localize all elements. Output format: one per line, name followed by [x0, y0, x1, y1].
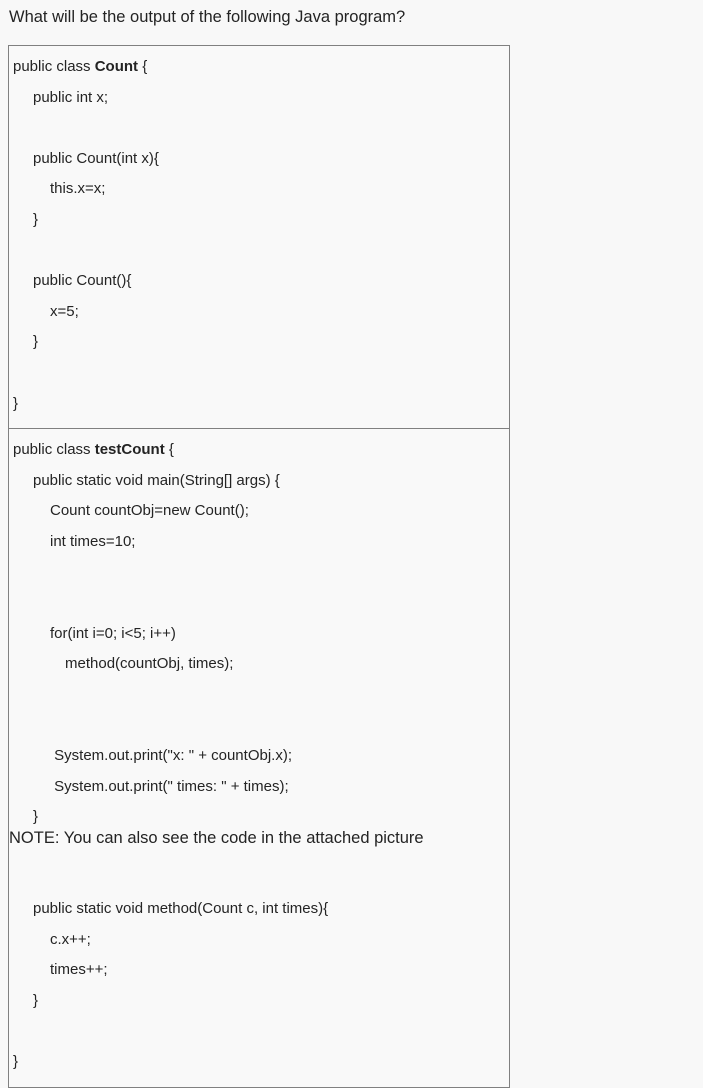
code-text: int times=10; [50, 532, 136, 550]
code-line: } [9, 1047, 509, 1078]
code-text: { [164, 441, 174, 459]
code-text: public int x; [33, 88, 109, 106]
code-text: public class [13, 441, 95, 459]
code-line-blank [9, 236, 509, 267]
code-text: c.x++; [50, 930, 91, 948]
code-text: for(int i=0; i<5; i++) [50, 624, 176, 642]
code-line-blank [9, 588, 509, 619]
code-line: x=5; [9, 297, 509, 328]
code-line: System.out.print("x: " + countObj.x); [9, 741, 509, 772]
code-text: this.x=x; [50, 180, 106, 198]
code-text: public Count(int x){ [33, 149, 159, 167]
code-line: for(int i=0; i<5; i++) [9, 619, 509, 650]
code-line: System.out.print(" times: " + times); [9, 772, 509, 803]
code-cell-testcount-class: public class testCount { public static vo… [9, 428, 509, 1086]
code-text: } [33, 210, 39, 228]
code-line-blank [9, 863, 509, 894]
code-line-blank [9, 358, 509, 389]
code-line: public Count(){ [9, 266, 509, 297]
code-line: int times=10; [9, 527, 509, 558]
code-text: x=5; [50, 302, 79, 320]
code-identifier: testCount [94, 441, 165, 459]
code-text: Count countObj=new Count(); [50, 502, 249, 520]
code-text: System.out.print(" times: " + times); [50, 777, 289, 795]
code-line: public class Count { [9, 52, 509, 83]
code-line: public class testCount { [9, 435, 509, 466]
code-line: } [9, 802, 509, 833]
code-line: } [9, 389, 509, 420]
code-line: public Count(int x){ [9, 144, 509, 175]
code-text: public static void main(String[] args) { [33, 471, 280, 489]
code-line-blank [9, 558, 509, 589]
page-title: What will be the output of the following… [9, 8, 406, 26]
code-line: public static void main(String[] args) { [9, 466, 509, 497]
code-line-blank [9, 710, 509, 741]
code-text: System.out.print("x: " + countObj.x); [50, 747, 292, 765]
code-block-container: public class Count { public int x; public… [8, 45, 510, 1088]
code-text: public static void method(Count c, int t… [33, 900, 329, 918]
code-text: public Count(){ [33, 272, 132, 290]
code-text: times++; [50, 961, 108, 979]
code-line: Count countObj=new Count(); [9, 496, 509, 527]
code-line-blank [9, 680, 509, 711]
code-line-blank [9, 113, 509, 144]
code-text: } [33, 808, 39, 826]
code-line: public int x; [9, 83, 509, 114]
code-line: method(countObj, times); [9, 649, 509, 680]
code-text: method(countObj, times); [65, 655, 234, 673]
code-line: } [9, 205, 509, 236]
code-text: public class [13, 58, 95, 75]
code-line: } [9, 986, 509, 1017]
code-line-blank [9, 1016, 509, 1047]
code-text: } [33, 991, 39, 1009]
code-text: } [13, 1053, 19, 1070]
code-line: } [9, 327, 509, 358]
code-text: } [33, 333, 39, 351]
code-text: } [13, 394, 19, 412]
code-line: this.x=x; [9, 174, 509, 205]
code-line: c.x++; [9, 925, 509, 956]
code-text: { [138, 58, 148, 75]
code-identifier: Count [94, 58, 139, 75]
code-line: public static void method(Count c, int t… [9, 894, 509, 925]
code-line: times++; [9, 955, 509, 986]
note-label: NOTE: You can also see the code in the a… [9, 829, 424, 847]
code-cell-count-class: public class Count { public int x; public… [9, 46, 509, 428]
